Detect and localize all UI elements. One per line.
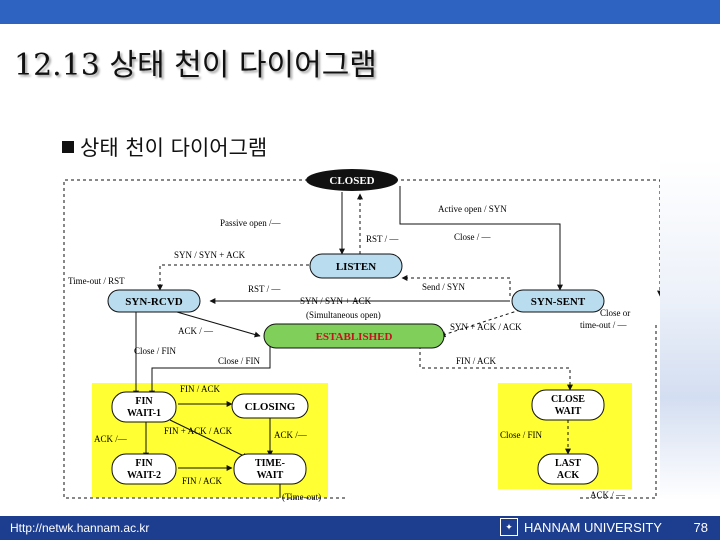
label-ack-finwait1: ACK /— xyxy=(94,434,128,444)
state-syn-sent-label: SYN-SENT xyxy=(531,296,586,308)
arrow-est-closewait xyxy=(419,346,573,391)
state-close-wait-label-b: WAIT xyxy=(555,406,582,417)
state-time-wait xyxy=(233,453,307,485)
arrow-send-syn xyxy=(401,275,511,296)
label-ack-lastack: ACK / — xyxy=(590,490,626,500)
label-close-listen: Close / — xyxy=(454,232,492,242)
label-close-fin-3: Close / FIN xyxy=(500,430,543,440)
label-fin-ack-finwait2: FIN / ACK xyxy=(182,476,223,486)
state-time-wait-label-a: TIME- xyxy=(255,458,285,469)
state-last-ack xyxy=(537,453,599,485)
label-send-syn: Send / SYN xyxy=(422,282,466,292)
top-accent-bar xyxy=(0,0,720,24)
state-syn-rcvd-label: SYN-RCVD xyxy=(125,296,183,308)
bullet-text: 상태 천이 다이어그램 xyxy=(80,136,268,160)
state-last-ack-label-a: LAST xyxy=(555,458,581,469)
label-passive-open: Passive open /— xyxy=(220,218,281,228)
state-transition-diagram: CLOSED LISTEN SYN-RCVD SYN-SENT ESTABLIS… xyxy=(63,169,660,502)
label-simultaneous-a: SYN / SYN + ACK xyxy=(300,296,372,306)
footer-bar: Http://netwk.hannam.ac.kr ✦ HANNAM UNIVE… xyxy=(0,516,720,540)
label-ack-closing: ACK /— xyxy=(274,430,308,440)
dashed-arrow-left-loop xyxy=(63,179,348,499)
university-brand: ✦ HANNAM UNIVERSITY xyxy=(500,518,662,536)
arrow-finwait1-timewait xyxy=(169,419,249,459)
state-established xyxy=(263,323,445,349)
bullet-item: 상태 천이 다이어그램 xyxy=(62,132,267,162)
state-closing-label: CLOSING xyxy=(245,401,296,413)
label-simultaneous-b: (Simultaneous open) xyxy=(306,310,381,320)
state-close-wait xyxy=(531,389,605,421)
state-fin-wait-2-label-a: FIN xyxy=(135,458,153,469)
state-listen-label: LISTEN xyxy=(336,261,376,273)
state-fin-wait-2-label-b: WAIT-2 xyxy=(127,470,161,481)
state-last-ack-label-b: ACK xyxy=(557,470,579,481)
label-close-fin-1: Close / FIN xyxy=(134,346,177,356)
arrow-active-open xyxy=(399,186,563,291)
label-close-or-b: time-out / — xyxy=(580,320,627,330)
arrow-synack-established xyxy=(439,309,521,338)
state-syn-sent xyxy=(511,289,605,313)
state-listen xyxy=(309,253,403,279)
decorative-image xyxy=(660,160,720,500)
label-syn-synack: SYN / SYN + ACK xyxy=(174,250,246,260)
state-fin-wait-1-label-b: WAIT-1 xyxy=(127,408,161,419)
label-ack-established: ACK / — xyxy=(178,326,214,336)
dashed-arrow-lastack xyxy=(580,323,657,499)
arrow-ack-established xyxy=(169,309,261,338)
label-fin-ack-closewait: FIN / ACK xyxy=(456,356,497,366)
state-syn-rcvd xyxy=(107,289,201,313)
label-timeout-rst: Time-out / RST xyxy=(68,276,125,286)
footer-url: Http://netwk.hannam.ac.kr xyxy=(10,521,150,535)
arrow-est-finwait1 xyxy=(149,346,271,397)
label-rst-synrcvd: RST / — xyxy=(248,284,281,294)
state-fin-wait-1 xyxy=(111,391,177,423)
label-close-fin-2: Close / FIN xyxy=(218,356,261,366)
label-fin-ack-finwait1: FIN / ACK xyxy=(180,384,221,394)
state-time-wait-label-b: WAIT xyxy=(257,470,284,481)
state-closing xyxy=(231,393,309,419)
state-fin-wait-1-label-a: FIN xyxy=(135,396,153,407)
square-bullet-icon xyxy=(62,141,74,153)
slide-title: 12.13 상태 천이 다이어그램 xyxy=(14,48,377,83)
label-finack-ack: FIN + ACK / ACK xyxy=(164,426,233,436)
university-logo-icon: ✦ xyxy=(500,518,518,536)
state-fin-wait-2 xyxy=(111,453,177,485)
university-name: HANNAM UNIVERSITY xyxy=(524,519,662,535)
label-close-or-a: Close or xyxy=(600,308,630,318)
arrow-syn-synack xyxy=(157,264,315,291)
label-active-open: Active open / SYN xyxy=(438,204,507,214)
label-synack-ack: SYN + ACK / ACK xyxy=(450,322,522,332)
label-timeout: (Time-out) xyxy=(282,492,321,502)
page-number: 78 xyxy=(693,520,708,535)
state-close-wait-label-a: CLOSE xyxy=(551,394,585,405)
state-closed-label: CLOSED xyxy=(329,175,374,187)
state-closed xyxy=(306,169,398,191)
label-rst-listen: RST / — xyxy=(366,234,399,244)
state-established-label: ESTABLISHED xyxy=(316,331,393,343)
